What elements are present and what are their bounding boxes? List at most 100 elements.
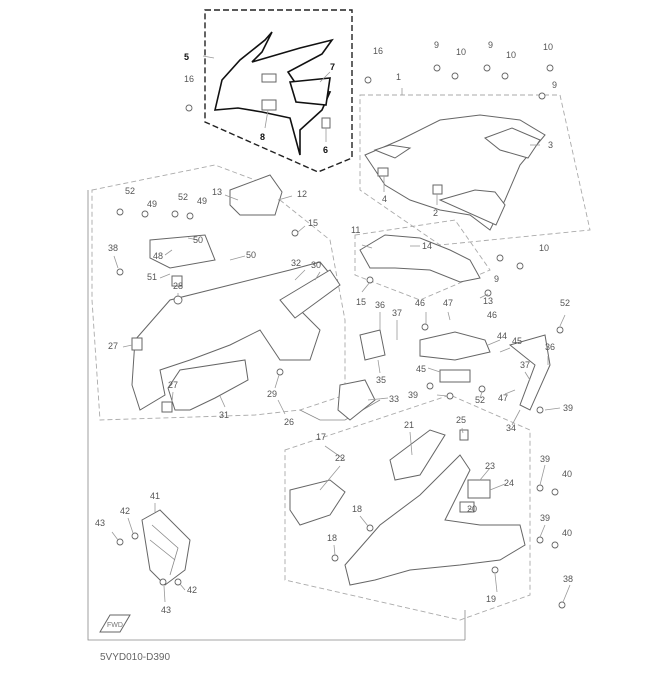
nut-10b [501, 72, 509, 80]
callout-c13b: 13 [483, 296, 493, 306]
leader-50a [187, 237, 199, 241]
callout-c35: 35 [376, 375, 386, 385]
callout-c38a: 38 [108, 243, 118, 253]
nut-10a [451, 72, 459, 80]
leader-21 [409, 431, 413, 456]
callout-c26: 26 [284, 417, 294, 427]
callout-c39a: 39 [408, 390, 418, 400]
screw-15a [291, 229, 299, 237]
callout-c49b: 49 [197, 196, 207, 206]
cowl-slot [373, 144, 412, 159]
leader-32 [294, 269, 306, 281]
callout-c16b: 16 [373, 46, 383, 56]
leader-lines [111, 55, 571, 603]
diagram-code: 5VYD010-D390 [100, 652, 170, 663]
callout-c29: 29 [267, 389, 277, 399]
side-bracket-upper [229, 174, 283, 216]
callout-c52a: 52 [125, 186, 135, 196]
leader-29 [274, 374, 280, 389]
callout-c7: 7 [330, 62, 335, 72]
callout-c43a: 43 [95, 518, 105, 528]
callout-c9a: 9 [434, 40, 439, 50]
bolt-52d [478, 385, 486, 393]
callout-c44: 44 [497, 331, 507, 341]
callout-c40a: 40 [562, 469, 572, 479]
fwd-badge [99, 614, 131, 633]
leader-39d [539, 524, 546, 538]
nut-40a [551, 488, 559, 496]
leader-50b [229, 255, 246, 261]
inner-panel-group [337, 234, 551, 421]
leader-24 [489, 483, 506, 491]
leader-13b [479, 293, 489, 299]
callout-c34: 34 [506, 423, 516, 433]
leader-37b [524, 371, 531, 381]
callout-c9b: 9 [488, 40, 493, 50]
screw-16-right [364, 76, 372, 84]
stay-bracket [149, 234, 216, 269]
leader-45b [427, 367, 441, 373]
leader-51 [159, 273, 171, 279]
callout-c50a: 50 [193, 235, 203, 245]
leader-18b [359, 515, 369, 527]
callout-c42a: 42 [120, 506, 130, 516]
leader-13a [224, 194, 239, 201]
bracket-plate [439, 369, 471, 383]
fwd-logo-text: FWD [107, 622, 123, 629]
fasteners [116, 64, 566, 609]
leader-26 [277, 399, 286, 415]
leader-19 [494, 573, 498, 593]
side-cowl-lower-trim [167, 359, 249, 411]
leader-52c [559, 314, 566, 327]
inner-panel-box [354, 219, 491, 301]
leader-33 [367, 397, 389, 401]
leader-38b [562, 584, 571, 603]
nut-10d [516, 262, 524, 270]
callout-c36b: 36 [545, 342, 555, 352]
callout-c32: 32 [291, 258, 301, 268]
callout-c12: 12 [297, 189, 307, 199]
under-cowl-trim [389, 429, 446, 481]
front-cowl-assembly-box [204, 9, 353, 173]
leader-25 [461, 427, 464, 434]
bolt-9d [496, 254, 504, 262]
right-side-stay [508, 334, 551, 411]
callout-c1: 1 [396, 72, 401, 82]
callout-c6: 6 [323, 145, 328, 155]
callout-c18b: 18 [352, 504, 362, 514]
callout-c15a: 15 [308, 218, 318, 228]
screw-18a [331, 554, 339, 562]
callout-c18a: 18 [327, 533, 337, 543]
callout-c28: 28 [173, 281, 183, 291]
bolt-43b [159, 578, 167, 586]
leader-27a [122, 344, 133, 348]
rubber-grommet [377, 167, 389, 177]
leader-15b [361, 281, 371, 293]
leader-42b [179, 583, 186, 591]
callout-c10a: 10 [456, 47, 466, 57]
bolt-43a [116, 538, 124, 546]
lower-guard-ribs [151, 524, 179, 576]
callout-c13a: 13 [212, 187, 222, 197]
callout-c10d: 10 [539, 243, 549, 253]
callout-c3: 3 [548, 140, 553, 150]
callout-c30: 30 [311, 260, 321, 270]
callout-c52b: 52 [178, 192, 188, 202]
leader-12 [277, 195, 293, 201]
under-cowl-group [289, 429, 526, 586]
leader-23 [479, 467, 491, 481]
screw-18b [366, 524, 374, 532]
leader-30 [314, 271, 321, 281]
grommet-28 [173, 295, 183, 305]
fwd-logo: FWD [99, 614, 131, 633]
callout-c10b: 10 [506, 50, 516, 60]
bolt-52b [171, 210, 179, 218]
side-cowl-trim [279, 269, 341, 319]
callout-c39c: 39 [540, 454, 550, 464]
under-cowl-cover [289, 479, 346, 526]
inner-cowl-edge [438, 189, 506, 226]
leader-43b [163, 585, 166, 603]
cowl-clip [321, 117, 331, 129]
callout-c33: 33 [389, 394, 399, 404]
